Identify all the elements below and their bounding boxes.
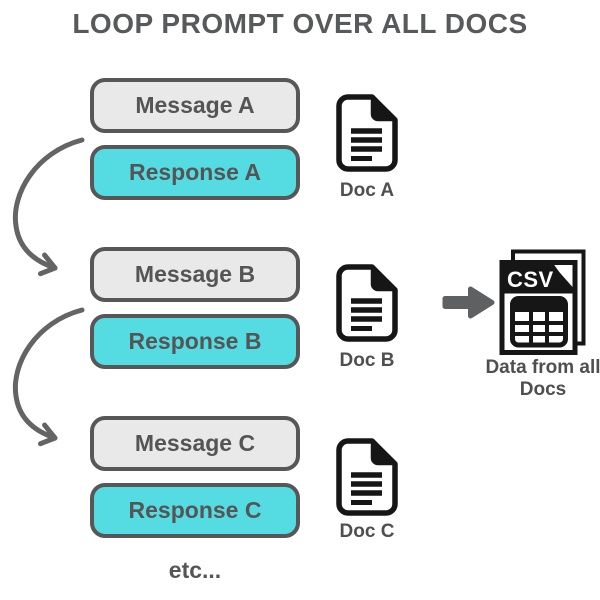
response-b-label: Response B (128, 328, 262, 354)
response-a-box: Response A (90, 145, 300, 200)
response-b-box: Response B (90, 314, 300, 369)
message-a-label: Message A (135, 92, 255, 118)
csv-file-type-text: CSV (507, 267, 554, 292)
message-b-box: Message B (90, 247, 300, 302)
response-c-label: Response C (128, 497, 262, 523)
message-c-label: Message C (134, 430, 256, 456)
document-c-label: Doc C (339, 521, 395, 542)
message-a-box: Message A (90, 78, 300, 133)
document-c-icon (336, 438, 398, 516)
response-a-label: Response A (128, 159, 262, 185)
loop-arrow-a-to-b (12, 137, 85, 277)
document-b-label: Doc B (339, 350, 395, 371)
message-c-box: Message C (90, 416, 300, 471)
csv-caption-line2: Docs (519, 379, 567, 400)
right-arrow-icon (442, 286, 495, 319)
etc-label: etc... (168, 557, 222, 583)
message-b-label: Message B (134, 261, 256, 287)
csv-file-icon: CSV (499, 249, 586, 355)
csv-caption: Data from all Docs (483, 357, 600, 401)
document-a-icon (336, 94, 398, 172)
document-b-icon (336, 264, 398, 342)
csv-caption-line1: Data from all (485, 357, 600, 378)
document-a-label: Doc A (339, 180, 395, 201)
diagram-title: LOOP PROMPT OVER ALL DOCS (72, 8, 528, 39)
loop-arrow-b-to-c (12, 307, 85, 447)
response-c-box: Response C (90, 483, 300, 538)
